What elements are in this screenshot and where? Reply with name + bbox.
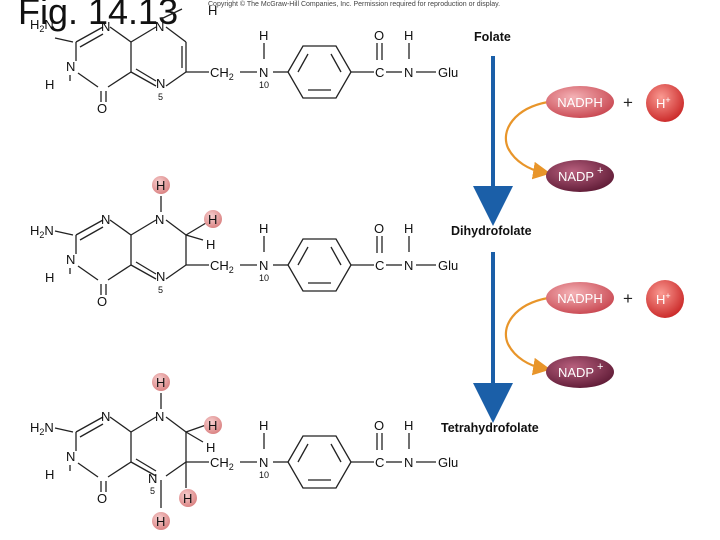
label-folate: Folate xyxy=(474,30,511,44)
added-hydrogen-highlight xyxy=(204,416,222,434)
atom-h: H xyxy=(45,77,54,92)
atom-c: C xyxy=(375,258,384,273)
proton-sphere xyxy=(646,84,684,122)
locant-5: 5 xyxy=(158,285,163,295)
nadp-label: NADP xyxy=(558,169,594,184)
atom-h: H xyxy=(404,418,413,433)
copyright-notice: Copyright © The McGraw-Hill Companies, I… xyxy=(208,1,501,8)
atom-n: N xyxy=(66,59,75,74)
atom-h2n: H2N xyxy=(30,420,54,437)
figure-title: Fig. 14.13 xyxy=(18,0,179,32)
atom-h: H xyxy=(206,440,215,455)
atom-o: O xyxy=(374,418,384,433)
atom-n: N xyxy=(101,409,110,424)
atom-h: H xyxy=(208,3,217,18)
label-dihydrofolate: Dihydrofolate xyxy=(451,224,532,238)
dihydrofolate-structure: H H H H2N N N H O N N 5 CH2 H N 10 O C H… xyxy=(30,176,458,309)
atom-o: O xyxy=(97,491,107,506)
nadp-charge: + xyxy=(597,361,603,373)
atom-n: N xyxy=(101,212,110,227)
label-tetrahydrofolate: Tetrahydrofolate xyxy=(441,421,539,435)
atom-h: H xyxy=(183,491,192,506)
locant-10: 10 xyxy=(259,273,269,283)
atom-n: N xyxy=(155,409,164,424)
atom-h: H xyxy=(404,221,413,236)
plus-sign: + xyxy=(623,93,633,112)
proton-label: H+ xyxy=(656,95,671,111)
atom-n: N xyxy=(404,65,413,80)
added-hydrogen-highlight xyxy=(179,489,197,507)
atom-n5: N xyxy=(148,471,157,486)
added-hydrogen-highlight xyxy=(152,373,170,391)
atom-glu: Glu xyxy=(438,455,458,470)
atom-n5: N xyxy=(156,269,165,284)
atom-n: N xyxy=(101,19,110,34)
nadph-ellipse xyxy=(546,282,614,314)
atom-n10: N xyxy=(259,455,268,470)
atom-n: N xyxy=(66,252,75,267)
proton-label: H+ xyxy=(656,291,671,307)
atom-o: O xyxy=(97,294,107,309)
atom-o: O xyxy=(374,221,384,236)
atom-ch2: CH2 xyxy=(210,455,234,472)
added-hydrogen-highlight xyxy=(204,210,222,228)
atom-h: H xyxy=(45,270,54,285)
atom-h: H xyxy=(208,212,217,227)
atom-h: H xyxy=(404,28,413,43)
atom-h2n: H2N xyxy=(30,223,54,240)
atom-ch2: CH2 xyxy=(210,65,234,82)
proton-sphere xyxy=(646,280,684,318)
atom-h: H xyxy=(259,418,268,433)
nadp-ellipse xyxy=(546,356,614,388)
atom-h: H xyxy=(45,467,54,482)
atom-n10: N xyxy=(259,258,268,273)
nadph-label: NADPH xyxy=(557,95,603,110)
nadp-charge: + xyxy=(597,165,603,177)
plus-sign: + xyxy=(623,289,633,308)
atom-c: C xyxy=(375,455,384,470)
atom-n: N xyxy=(404,455,413,470)
tetrahydrofolate-structure: H H H H H H2N N N H O N N 5 CH2 H N 10 O… xyxy=(30,373,458,530)
atom-glu: Glu xyxy=(438,258,458,273)
atom-h: H xyxy=(259,28,268,43)
cofactor-curve-arrow-1 xyxy=(504,100,551,180)
atom-h: H xyxy=(206,237,215,252)
locant-10: 10 xyxy=(259,470,269,480)
atom-h: H xyxy=(208,418,217,433)
atom-o: O xyxy=(374,28,384,43)
atom-h: H xyxy=(156,375,165,390)
nadp-ellipse xyxy=(546,160,614,192)
added-hydrogen-highlight xyxy=(152,176,170,194)
atom-o: O xyxy=(97,101,107,116)
atom-n: N xyxy=(155,212,164,227)
atom-glu: Glu xyxy=(438,65,458,80)
nadph-ellipse xyxy=(546,86,614,118)
locant-5: 5 xyxy=(158,92,163,102)
nadp-label: NADP xyxy=(558,365,594,380)
added-hydrogen-highlight xyxy=(152,512,170,530)
atom-n: N xyxy=(155,19,164,34)
folate-structure: H2N N N H O N N 5 H CH2 H N 10 O C H N G… xyxy=(30,3,458,116)
atom-n: N xyxy=(404,258,413,273)
atom-h2n: H2N xyxy=(30,17,54,34)
locant-10: 10 xyxy=(259,80,269,90)
nadph-label: NADPH xyxy=(557,291,603,306)
atom-n5: N xyxy=(156,76,165,91)
atom-h: H xyxy=(259,221,268,236)
atom-c: C xyxy=(375,65,384,80)
locant-5: 5 xyxy=(150,486,155,496)
cofactor-curve-arrow-2 xyxy=(504,296,551,376)
atom-n: N xyxy=(66,449,75,464)
atom-h: H xyxy=(156,178,165,193)
atom-n10: N xyxy=(259,65,268,80)
atom-h: H xyxy=(156,514,165,529)
atom-ch2: CH2 xyxy=(210,258,234,275)
